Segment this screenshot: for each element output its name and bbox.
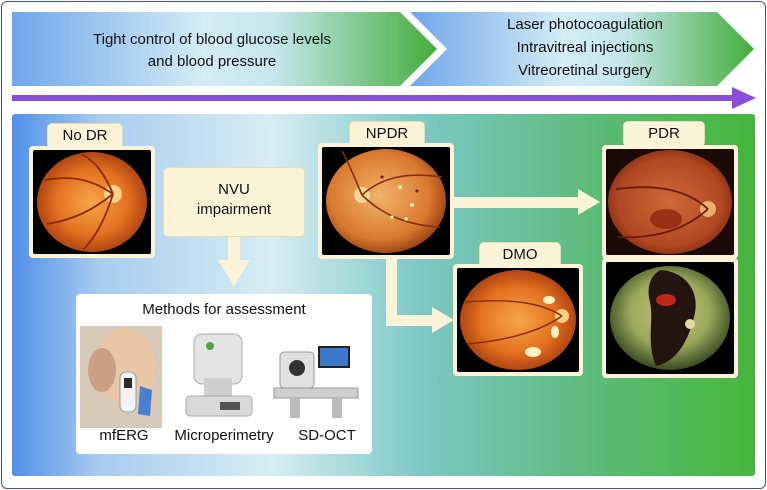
fundus-photo-pdr-2 bbox=[602, 258, 738, 378]
retina-image-no-dr bbox=[33, 150, 151, 254]
fundus-photo-pdr-1 bbox=[602, 145, 738, 259]
retina-image-pdr-1 bbox=[606, 149, 734, 255]
retina-image-npdr bbox=[322, 147, 450, 255]
nvu-impairment-box: NVU impairment bbox=[164, 168, 304, 236]
retina-image-dmo bbox=[457, 268, 579, 372]
method-label-mferg: mfERG bbox=[99, 427, 149, 444]
npdr-to-pdr-arrow bbox=[578, 189, 600, 215]
fundus-photo-dmo bbox=[453, 264, 583, 376]
treatment-band-right bbox=[410, 12, 754, 86]
band-right-line1: Laser photocoagulation bbox=[507, 16, 663, 33]
band-right-line3: Vitreoretinal surgery bbox=[518, 62, 652, 79]
fundus-photo-npdr bbox=[318, 143, 454, 259]
stage-label-pdr: PDR bbox=[624, 122, 704, 146]
mferg-device-image bbox=[80, 326, 162, 428]
band-left-line1: Tight control of blood glucose levels bbox=[93, 31, 331, 48]
stage-label-dmo: DMO bbox=[480, 243, 560, 267]
retina-image-pdr-2 bbox=[606, 262, 734, 374]
methods-box: Methods for assessment mfERG Microperime… bbox=[76, 294, 372, 454]
microperimetry-device-image bbox=[185, 333, 253, 417]
method-label-sd-oct: SD-OCT bbox=[298, 427, 356, 444]
nvu-line2: impairment bbox=[196, 201, 272, 218]
sd-oct-device-image bbox=[273, 346, 359, 418]
treatment-band bbox=[12, 12, 437, 86]
stage-label-npdr: NPDR bbox=[350, 122, 424, 146]
method-label-microperimetry: Microperimetry bbox=[174, 427, 274, 444]
band-right-line2: Intravitreal injections bbox=[516, 39, 654, 56]
fundus-photo-no-dr bbox=[29, 146, 155, 258]
npdr-to-dmo-arrow bbox=[432, 307, 454, 333]
band-left-line2: and blood pressure bbox=[147, 53, 277, 70]
nvu-line1: NVU bbox=[218, 181, 250, 198]
progression-arrow-shaft bbox=[12, 95, 734, 101]
nvu-down-arrow bbox=[218, 260, 250, 286]
stage-label-no-dr: No DR bbox=[48, 124, 122, 148]
progression-arrow-head bbox=[732, 87, 756, 109]
methods-title: Methods for assessment bbox=[142, 301, 306, 318]
